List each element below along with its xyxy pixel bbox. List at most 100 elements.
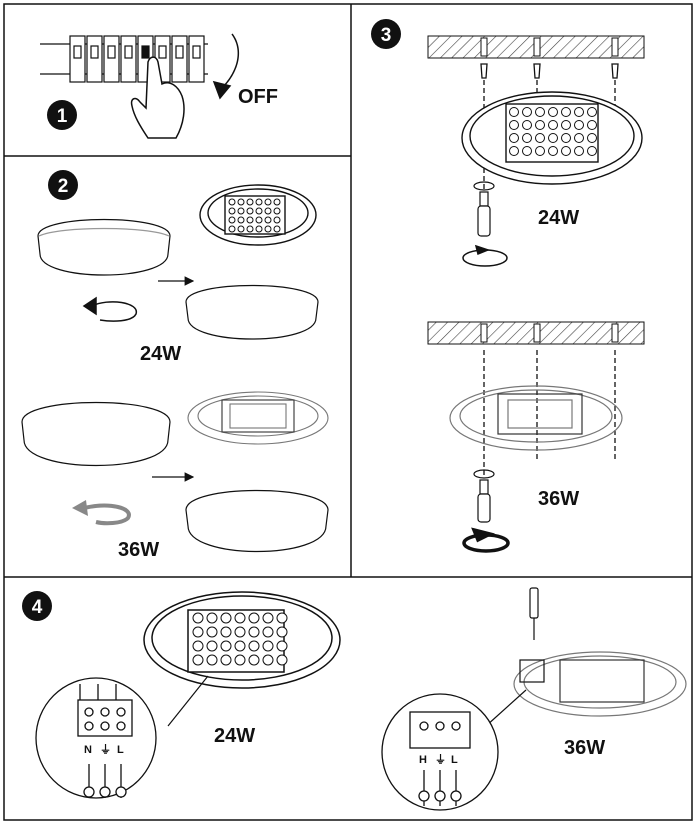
led-chip (587, 146, 597, 156)
led-chip (255, 225, 263, 233)
led-chip (264, 225, 272, 233)
step-4-badge: 4 (22, 591, 52, 621)
led-chip (220, 640, 232, 652)
led-chip (574, 146, 584, 156)
led-chip (548, 133, 558, 143)
led-chip (262, 640, 274, 652)
lamp-assembled-36w (185, 489, 329, 552)
led-chip (206, 626, 218, 638)
lamp-base-24w (199, 184, 317, 246)
led-chip (561, 107, 571, 117)
detail-leader-24w (167, 675, 209, 727)
led-chip (548, 107, 558, 117)
led-chip (273, 198, 281, 206)
step-1-number: 1 (57, 106, 68, 127)
terminal-n-24w: N (84, 744, 92, 756)
rotate-cw-24w-icon (462, 244, 508, 267)
lamp-base-step3-24w (461, 91, 643, 185)
terminal-ground-36w: ⏚ (435, 753, 446, 766)
led-chip (561, 120, 571, 130)
led-chip (192, 654, 204, 666)
lamp-base-36w (187, 391, 329, 445)
terminal-l-24w: L (117, 744, 124, 756)
led-chip (234, 654, 246, 666)
step-4-number: 4 (32, 597, 43, 618)
led-chip (535, 107, 545, 117)
panel-frames (3, 3, 693, 821)
led-chip (574, 120, 584, 130)
led-chip (228, 225, 236, 233)
step-2-badge: 2 (48, 170, 78, 200)
led-chip (255, 198, 263, 206)
screwdriver-36w-icon (473, 469, 495, 523)
led-chip (574, 107, 584, 117)
step-3-label-24w: 24W (538, 207, 579, 229)
led-chip (255, 207, 263, 215)
breaker-rail (40, 35, 208, 83)
led-chip (535, 133, 545, 143)
led-chip (509, 133, 519, 143)
led-chip (522, 120, 532, 130)
step-1-panel: OFF 1 (40, 33, 278, 139)
led-chip (248, 640, 260, 652)
led-chip (246, 198, 254, 206)
rotate-cw-36w-icon (462, 527, 510, 553)
step-3-badge: 3 (371, 19, 401, 49)
led-chip (237, 207, 245, 215)
wall-plugs-36w (480, 323, 619, 343)
led-chip (264, 216, 272, 224)
led-chip (248, 654, 260, 666)
led-chip (509, 107, 519, 117)
terminal-h-36w: H (419, 754, 427, 766)
breaker-switch (188, 35, 205, 83)
led-chip (522, 133, 532, 143)
screwdriver-24w-icon (473, 181, 495, 237)
led-chip (548, 146, 558, 156)
wall-plugs-24w (480, 37, 619, 57)
led-chip (206, 654, 218, 666)
led-chip (535, 120, 545, 130)
off-arrow-icon (212, 33, 240, 100)
step-4-label-24w: 24W (214, 725, 255, 747)
led-chip (248, 612, 260, 624)
led-chip (509, 146, 519, 156)
led-chip (262, 654, 274, 666)
led-chip (246, 216, 254, 224)
led-chip (262, 612, 274, 624)
led-chip (276, 654, 288, 666)
led-chip (561, 133, 571, 143)
terminal-l-36w: L (451, 754, 458, 766)
led-chip (234, 626, 246, 638)
led-chip (248, 626, 260, 638)
led-chip (587, 120, 597, 130)
led-chip (587, 107, 597, 117)
step-1-badge: 1 (47, 100, 77, 130)
led-chip (276, 612, 288, 624)
led-chip (273, 207, 281, 215)
lamp-base-step4-24w (143, 591, 341, 689)
screws-36w (483, 350, 616, 476)
terminal-detail-24w (35, 677, 157, 799)
led-chip (206, 612, 218, 624)
step-3-label-36w: 36W (538, 488, 579, 510)
led-chip (587, 133, 597, 143)
rotate-arrow-24w-icon (82, 296, 137, 322)
led-chip (228, 207, 236, 215)
led-chip (220, 654, 232, 666)
led-chip (262, 626, 274, 638)
lamp-assembled-24w (185, 284, 319, 340)
led-chip (237, 225, 245, 233)
led-chip (234, 612, 246, 624)
led-chip (273, 216, 281, 224)
led-chip (192, 626, 204, 638)
led-chip (220, 612, 232, 624)
led-chip (574, 133, 584, 143)
lamp-base-step3-36w (449, 385, 623, 451)
led-chip (522, 146, 532, 156)
step-3-panel: 3 24W (371, 19, 645, 553)
breaker-switch (69, 35, 86, 83)
led-chip (192, 640, 204, 652)
terminal-detail-36w (381, 693, 499, 811)
terminal-ground-24w: ⏚ (100, 743, 111, 756)
step-2-label-36w: 36W (118, 539, 159, 561)
